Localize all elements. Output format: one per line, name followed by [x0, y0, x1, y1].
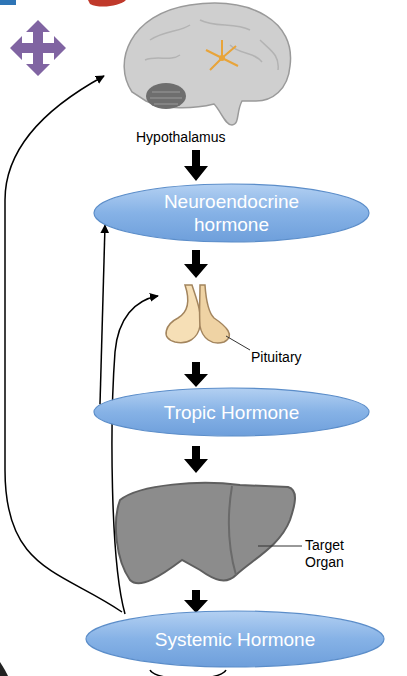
- ellipse-outline: [86, 611, 384, 667]
- pituitary-illustration: [166, 285, 250, 350]
- corner-fragment: [0, 662, 8, 676]
- node-text: Neuroendocrine hormone: [142, 190, 322, 236]
- node-text: Systemic Hormone: [155, 628, 316, 651]
- brain-illustration: [124, 3, 290, 125]
- hormone-ellipse: Neuroendocrine hormone: [93, 183, 370, 243]
- ellipse-outline: [94, 184, 369, 242]
- node-text: Tropic Hormone: [164, 401, 300, 424]
- feedback-line: [112, 296, 158, 614]
- hormone-ellipse: Tropic Hormone: [93, 387, 370, 437]
- feedback-connector: [100, 225, 105, 404]
- corner-fragment: [88, 0, 126, 7]
- bottom-curve: [150, 670, 226, 676]
- move-icon: [10, 20, 66, 76]
- corner-fragment: [0, 0, 16, 5]
- feedback-line: [5, 76, 122, 612]
- ellipse-outline: [94, 388, 369, 436]
- part-label: Pituitary: [251, 349, 331, 366]
- liver-illustration: [116, 483, 302, 583]
- hormone-ellipse: Systemic Hormone: [85, 610, 385, 668]
- part-label: Target Organ: [305, 537, 371, 571]
- part-label: Hypothalamus: [136, 129, 266, 146]
